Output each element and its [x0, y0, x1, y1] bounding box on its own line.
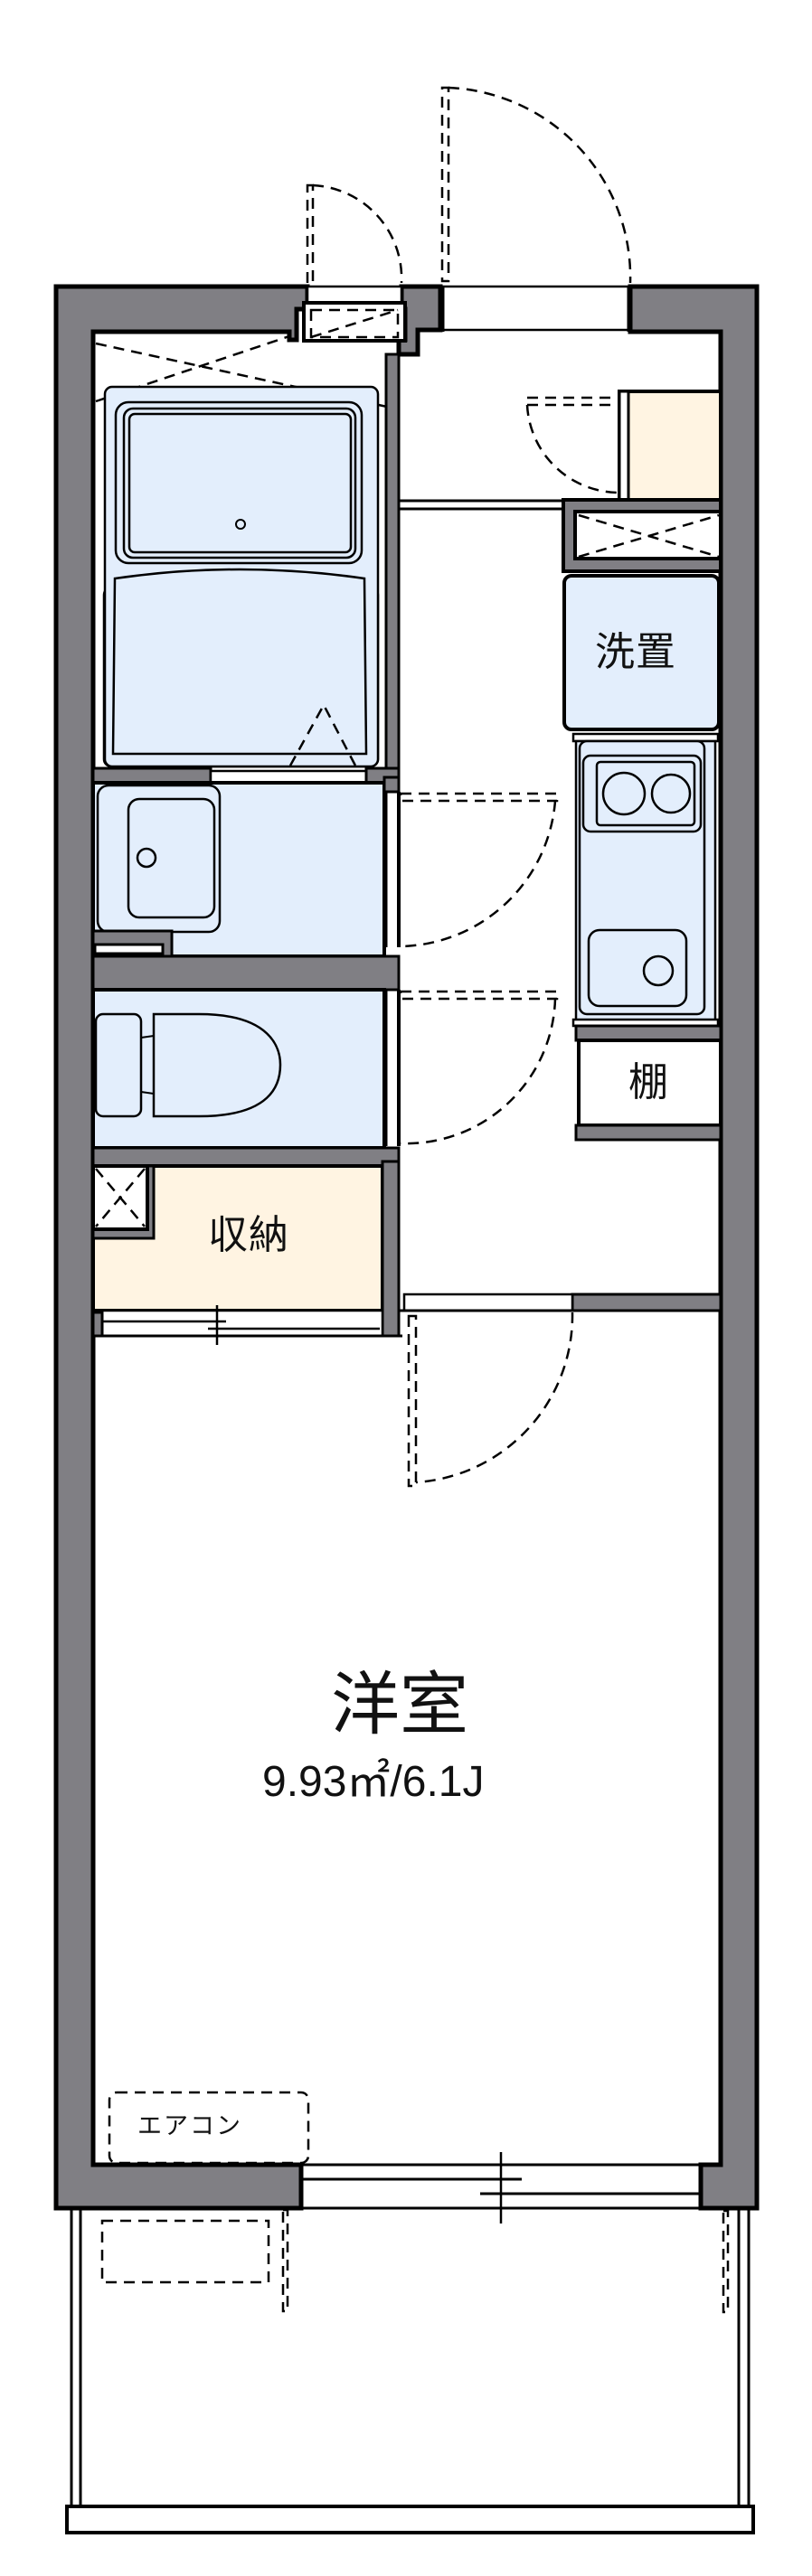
shelf-label: 棚: [628, 1059, 669, 1105]
entrance-step: [399, 499, 563, 511]
shelf-unit: [574, 1024, 722, 1142]
meter-box: [302, 285, 407, 343]
storage-label: 収納: [208, 1212, 289, 1258]
entrance-door: [439, 86, 632, 332]
room-partition: [93, 1293, 722, 1338]
washroom: [91, 776, 401, 992]
shoe-cabinet: [525, 390, 722, 502]
washer-space: [562, 574, 721, 731]
meter-box-door-swing: [306, 183, 403, 285]
sliding-window: [301, 2152, 701, 2223]
air-conditioner-label: エアコン: [137, 2112, 242, 2140]
storage-closet: [91, 1146, 401, 1345]
washroom-door-swing: [399, 792, 559, 948]
bathroom: [91, 334, 401, 785]
balcony: [65, 2208, 755, 2534]
air-conditioner-outline: [108, 2091, 310, 2165]
room-door-swing: [407, 1312, 574, 1488]
main-room-area: 9.93㎡/6.1J: [262, 1758, 485, 1806]
kitchen-counter: [571, 732, 720, 1028]
toilet-room: [91, 988, 401, 1168]
washer-space-label: 洗置: [595, 629, 676, 675]
main-room-label: 洋室: [331, 1664, 468, 1744]
toilet-door-swing: [399, 990, 559, 1145]
pipe-shaft: [562, 498, 722, 573]
